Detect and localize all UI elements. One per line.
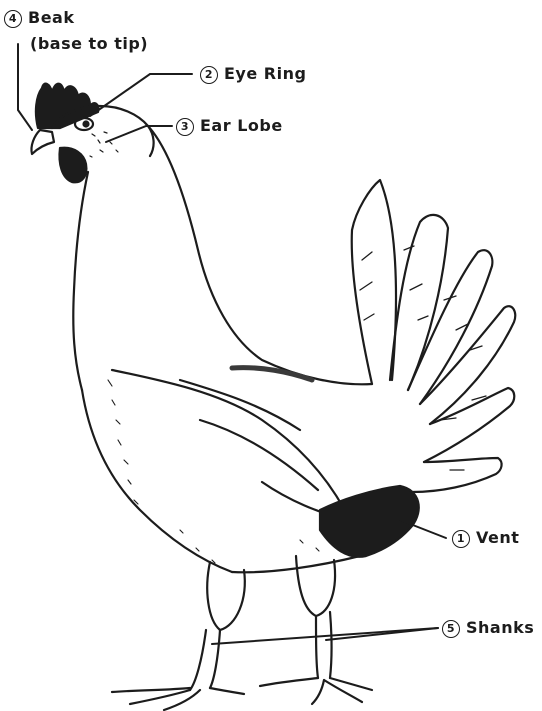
beak-number: 4: [4, 10, 22, 28]
vent-title: Vent: [476, 528, 519, 547]
neck-front: [73, 172, 88, 390]
right-foot: [260, 678, 372, 704]
left-shank: [190, 630, 220, 690]
beak: [31, 130, 54, 154]
ear-lobe-label: 3 Ear Lobe: [176, 116, 283, 136]
shanks-label: 5 Shanks: [442, 618, 534, 638]
shanks-number: 5: [442, 620, 460, 638]
beak-label: 4 Beak: [4, 8, 74, 28]
tail-feather-5: [424, 388, 514, 462]
beak-subtitle: (base to tip): [30, 34, 148, 54]
beak-title: Beak: [28, 8, 74, 27]
tail-feather-3: [408, 250, 492, 404]
back-line: [148, 126, 372, 384]
wing: [112, 370, 350, 520]
ear-lobe-leader: [106, 126, 172, 142]
vent-number: 1: [452, 530, 470, 548]
eye-ring-label: 2 Eye Ring: [200, 64, 306, 84]
tail-feather-6: [412, 458, 502, 492]
tail-feather-1: [352, 180, 396, 384]
eye-ring-number: 2: [200, 66, 218, 84]
left-foot: [112, 688, 244, 710]
vent-label: 1 Vent: [452, 528, 519, 548]
breast: [82, 390, 232, 572]
ear-lobe-title: Ear Lobe: [200, 116, 283, 135]
shanks-title: Shanks: [466, 618, 534, 637]
wattle: [60, 148, 87, 183]
ear-lobe-number: 3: [176, 118, 194, 136]
right-shank: [316, 612, 332, 678]
eye-ring-leader: [90, 74, 192, 116]
beak-leader: [18, 44, 32, 130]
shanks-leader-2: [212, 628, 438, 644]
eye-ring-title: Eye Ring: [224, 64, 306, 83]
